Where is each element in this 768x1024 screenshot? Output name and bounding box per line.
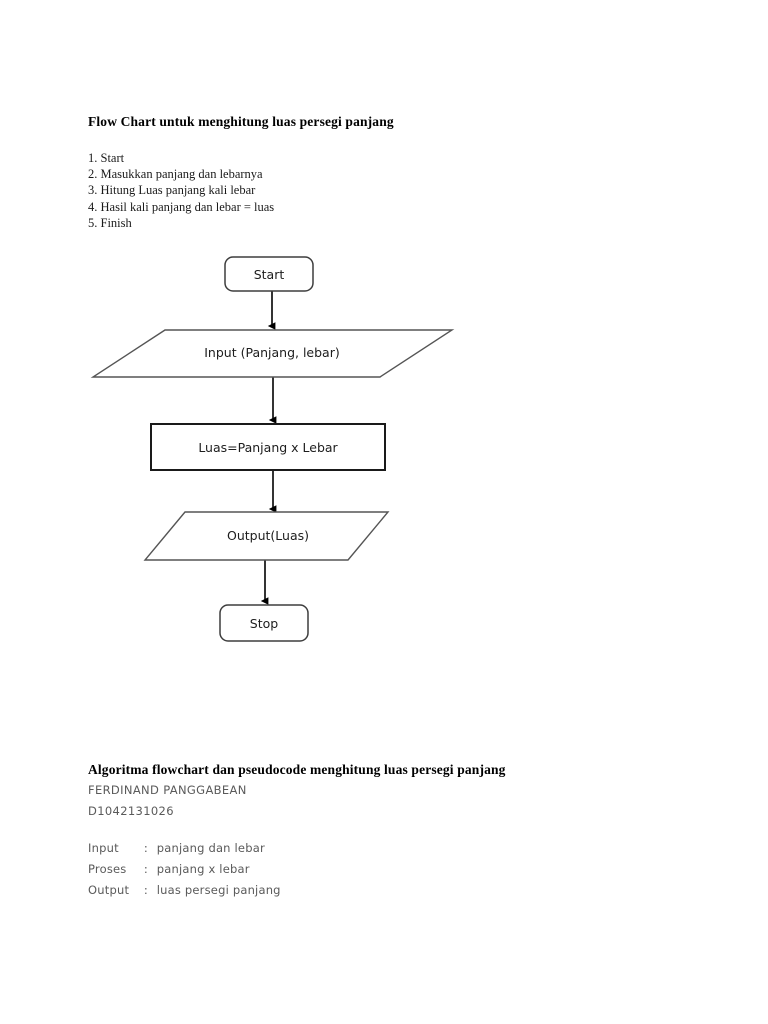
flowchart-node-label: Output(Luas) (227, 528, 309, 543)
terminator-shape (224, 256, 314, 292)
io-value: panjang x lebar (156, 862, 250, 876)
flowchart-node-label: Luas=Panjang x Lebar (198, 440, 338, 455)
author-block: FERDINAND PANGGABEAN D1042131026 (88, 780, 247, 822)
flowchart-node-process[interactable]: Luas=Panjang x Lebar (150, 423, 386, 471)
io-row: Output : luas persegi panjang (88, 880, 281, 901)
parallelogram-shape (90, 329, 455, 378)
author-student-id: D1042131026 (88, 804, 174, 818)
flowchart-node-label: Stop (250, 616, 278, 631)
list-item: 3. Hitung Luas panjang kali lebar (88, 182, 274, 198)
step-text: Masukkan panjang dan lebarnya (100, 167, 263, 182)
io-value: panjang dan lebar (156, 841, 265, 855)
list-item: 4. Hasil kali panjang dan lebar = luas (88, 199, 274, 215)
step-number: 4. (88, 199, 98, 214)
step-text: Hasil kali panjang dan lebar = luas (100, 199, 275, 214)
terminator-shape (219, 604, 309, 642)
algorithm-steps-list: 1. Start 2. Masukkan panjang dan lebarny… (88, 150, 274, 231)
io-key: Proses (88, 862, 127, 876)
io-row: Proses : panjang x lebar (88, 859, 281, 880)
flowchart-node-output[interactable]: Output(Luas) (143, 511, 390, 561)
step-number: 3. (88, 183, 98, 198)
list-item: 1. Start (88, 150, 274, 166)
io-separator: : (143, 841, 148, 855)
section-title-algoritma: Algoritma flowchart dan pseudocode mengh… (88, 762, 506, 777)
step-number: 5. (88, 215, 98, 230)
flowchart-node-stop[interactable]: Stop (219, 604, 309, 642)
io-separator: : (143, 883, 148, 897)
parallelogram-shape (143, 511, 390, 561)
page-title-flowchart: Flow Chart untuk menghitung luas persegi… (88, 114, 394, 129)
process-shape (150, 423, 386, 471)
io-row: Input : panjang dan lebar (88, 838, 281, 859)
list-item: 2. Masukkan panjang dan lebarnya (88, 166, 274, 182)
pseudocode-io-spec: Input : panjang dan lebar Proses : panja… (88, 838, 281, 901)
step-number: 2. (88, 167, 98, 182)
step-number: 1. (88, 151, 98, 165)
flowchart-node-label: Start (254, 267, 285, 282)
io-key: Input (88, 841, 119, 855)
author-name: FERDINAND PANGGABEAN (88, 783, 247, 797)
io-value: luas persegi panjang (156, 883, 281, 897)
io-key: Output (88, 883, 130, 897)
io-separator: : (143, 862, 148, 876)
flowchart-node-label: Input (Panjang, lebar) (204, 345, 340, 360)
step-text: Hitung Luas panjang kali lebar (100, 183, 256, 198)
flowchart-node-start[interactable]: Start (224, 256, 314, 292)
step-text: Finish (100, 215, 132, 230)
step-text: Start (100, 151, 125, 165)
flowchart-node-input[interactable]: Input (Panjang, lebar) (90, 329, 455, 378)
list-item: 5. Finish (88, 215, 274, 231)
